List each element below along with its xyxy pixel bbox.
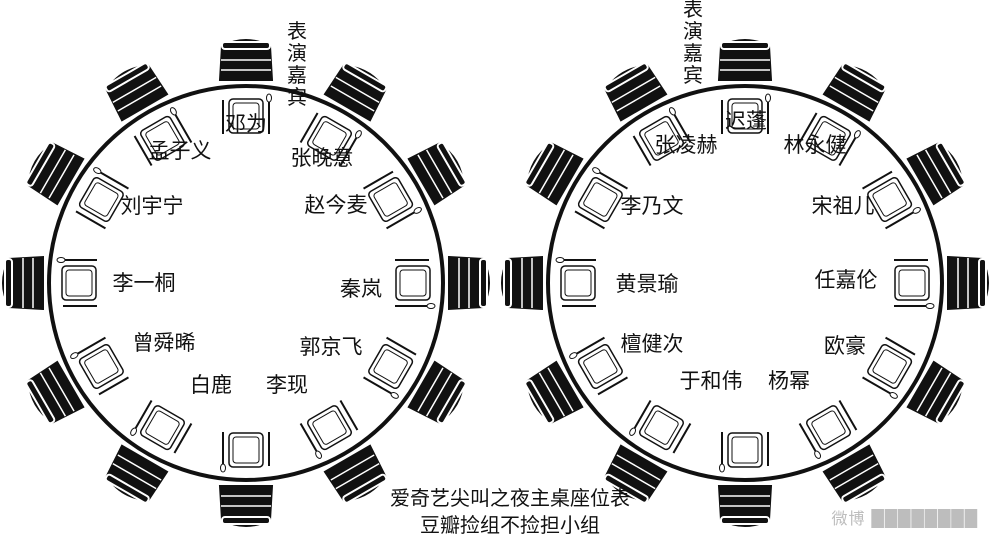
guest-label-char: 表 <box>683 0 703 21</box>
place-setting-icon <box>70 336 129 396</box>
place-setting-icon <box>130 400 193 454</box>
chair-icon <box>218 485 274 527</box>
place-setting-icon <box>632 107 692 166</box>
seat-name: 杨幂 <box>768 369 810 393</box>
chair-icon <box>407 141 467 206</box>
place-setting-icon <box>395 259 436 309</box>
seat-name: 张晚意 <box>291 146 354 170</box>
chair-icon <box>603 62 668 122</box>
seat-name: 李一桐 <box>113 271 176 295</box>
chair-icon <box>2 255 44 311</box>
chair-icon <box>407 360 467 425</box>
chair-icon <box>323 62 388 122</box>
chair-icon <box>822 62 887 122</box>
seat-name: 郭京飞 <box>300 335 363 359</box>
chairs <box>2 39 490 527</box>
chair-icon <box>25 360 85 425</box>
table-top <box>546 84 944 482</box>
seat-name: 张凌赫 <box>655 133 718 157</box>
seat-name: 宋祖儿 <box>812 194 875 218</box>
chart-caption-source: 豆瓣捡组不捡担小组 <box>420 513 600 537</box>
place-settings <box>555 93 935 473</box>
place-setting-icon <box>56 257 97 307</box>
chair-icon <box>717 39 773 81</box>
place-settings <box>56 93 436 473</box>
guest-label-char: 嘉 <box>287 63 307 87</box>
place-setting-icon <box>299 400 359 459</box>
place-setting-icon <box>299 112 362 166</box>
place-setting-icon <box>719 432 769 473</box>
seat-name: 赵今麦 <box>305 193 368 217</box>
place-setting-icon <box>862 170 921 230</box>
place-setting-icon <box>363 170 422 230</box>
seat-name: 李现 <box>266 373 308 397</box>
chair-icon <box>603 444 668 504</box>
chair-icon <box>906 141 966 206</box>
seat-name: 任嘉伦 <box>815 268 878 292</box>
place-setting-icon <box>569 336 628 396</box>
seat-name: 孟子义 <box>149 139 212 163</box>
place-setting-icon <box>133 107 193 166</box>
place-setting-icon <box>629 400 692 454</box>
seat-name: 邓为 <box>225 112 267 136</box>
chairs <box>501 39 989 527</box>
chair-icon <box>104 62 169 122</box>
chair-icon <box>104 444 169 504</box>
chair-icon <box>218 39 274 81</box>
chair-icon <box>717 485 773 527</box>
chair-icon <box>501 255 543 311</box>
place-setting-icon <box>75 167 129 230</box>
seat-name: 于和伟 <box>680 369 743 393</box>
chart-caption-title: 爱奇艺尖叫之夜主桌座位表 <box>390 486 630 510</box>
seat-name: 白鹿 <box>190 373 232 397</box>
place-setting-icon <box>555 257 596 307</box>
place-setting-icon <box>862 336 916 399</box>
chair-icon <box>524 141 584 206</box>
seat-name: 林永健 <box>784 133 847 157</box>
place-setting-icon <box>220 432 270 473</box>
guest-label-char: 表 <box>287 19 307 43</box>
chair-icon <box>323 444 388 504</box>
guest-label-char: 演 <box>683 19 703 43</box>
chair-icon <box>947 255 989 311</box>
table-top <box>47 84 445 482</box>
place-setting-icon <box>222 93 272 134</box>
seat-name: 李乃文 <box>621 194 684 218</box>
guest-label-char: 演 <box>287 41 307 65</box>
chair-icon <box>822 444 887 504</box>
chair-icon <box>906 360 966 425</box>
place-setting-icon <box>798 400 858 459</box>
seat-name: 欧豪 <box>824 334 866 358</box>
seat-name: 刘宇宁 <box>121 194 184 218</box>
place-setting-icon <box>574 167 628 230</box>
seat-name: 秦岚 <box>340 277 382 301</box>
guest-label-char: 宾 <box>287 85 307 109</box>
chair-icon <box>25 141 85 206</box>
seat-name: 檀健次 <box>621 332 684 356</box>
place-setting-icon <box>721 93 771 134</box>
guest-label-char: 宾 <box>683 63 703 87</box>
seat-name: 黄景瑜 <box>616 272 679 296</box>
seat-name: 迟蓬 <box>725 109 767 133</box>
place-setting-icon <box>798 112 861 166</box>
place-setting-icon <box>894 259 935 309</box>
chair-icon <box>448 255 490 311</box>
seat-name: 曾舜晞 <box>133 331 196 355</box>
guest-label-char: 嘉 <box>683 41 703 65</box>
place-setting-icon <box>363 336 417 399</box>
watermark: 微博 ████████ <box>831 509 978 528</box>
chair-icon <box>524 360 584 425</box>
